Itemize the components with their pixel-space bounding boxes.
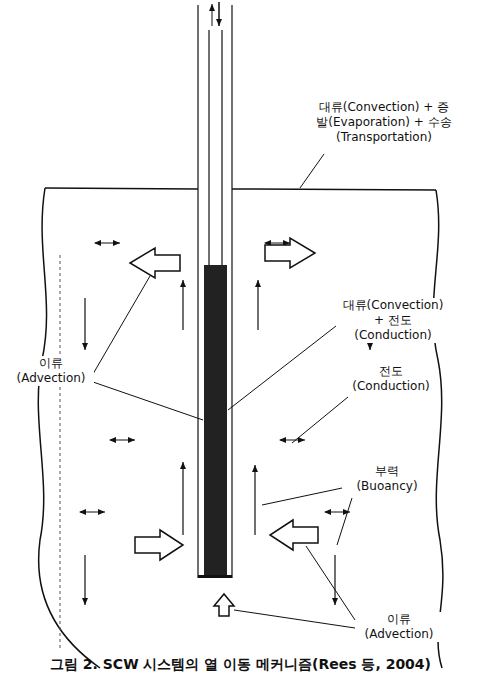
leader-line (262, 488, 342, 505)
leader-line (93, 382, 203, 420)
callout-label: 이류 (Advection) (356, 612, 442, 642)
advection-arrow (130, 248, 180, 278)
double-arrow (110, 440, 135, 441)
advection-arrow (135, 530, 183, 560)
double-arrow (325, 512, 350, 513)
well-wall (38, 188, 100, 668)
double-arrow (80, 512, 105, 513)
well-wall (433, 190, 443, 668)
leader-line (300, 154, 324, 188)
callout-label: 전도 (Conduction) (344, 364, 438, 394)
double-arrow (95, 243, 120, 244)
casing-line (197, 5, 198, 578)
leader-line (228, 326, 336, 410)
dashed-line (60, 255, 61, 650)
down-arrow (84, 555, 85, 605)
up-arrow (182, 462, 183, 535)
up-arrow (182, 280, 183, 330)
casing-line (231, 5, 232, 578)
advection-arrow (265, 238, 315, 268)
leader-line (93, 276, 150, 374)
flow-arrow (218, 2, 220, 26)
callout-label: 이류 (Advection) (8, 356, 94, 386)
pipe-line (208, 30, 209, 265)
leader-line (306, 546, 355, 620)
up-arrow (254, 465, 255, 535)
flow-arrow (212, 4, 213, 26)
leader-line (337, 498, 352, 545)
pump-column (204, 265, 227, 578)
ground-surface (45, 188, 198, 189)
figure-caption: 그림 2. SCW 시스템의 열 이동 메커니즘(Rees 등, 2004) (0, 656, 481, 674)
double-arrow (280, 440, 305, 441)
advection-arrow (270, 520, 318, 550)
down-arrow (334, 555, 335, 605)
callout-label: 대류(Convection) + 전도(Conduction) (338, 298, 448, 343)
up-arrow (257, 280, 258, 330)
pipe-line (221, 30, 222, 265)
callout-label: 부력 (Buoancy) (344, 464, 430, 494)
double-arrow (265, 243, 290, 244)
ground-surface (232, 189, 436, 190)
callout-label: 대류(Convection) + 증발(Evaporation) + 수송(Tr… (313, 100, 455, 145)
down-arrow (84, 298, 85, 350)
leader-line (234, 610, 355, 628)
leader-line (292, 397, 348, 443)
pipe-end (198, 575, 232, 578)
advection-arrow (214, 594, 234, 616)
